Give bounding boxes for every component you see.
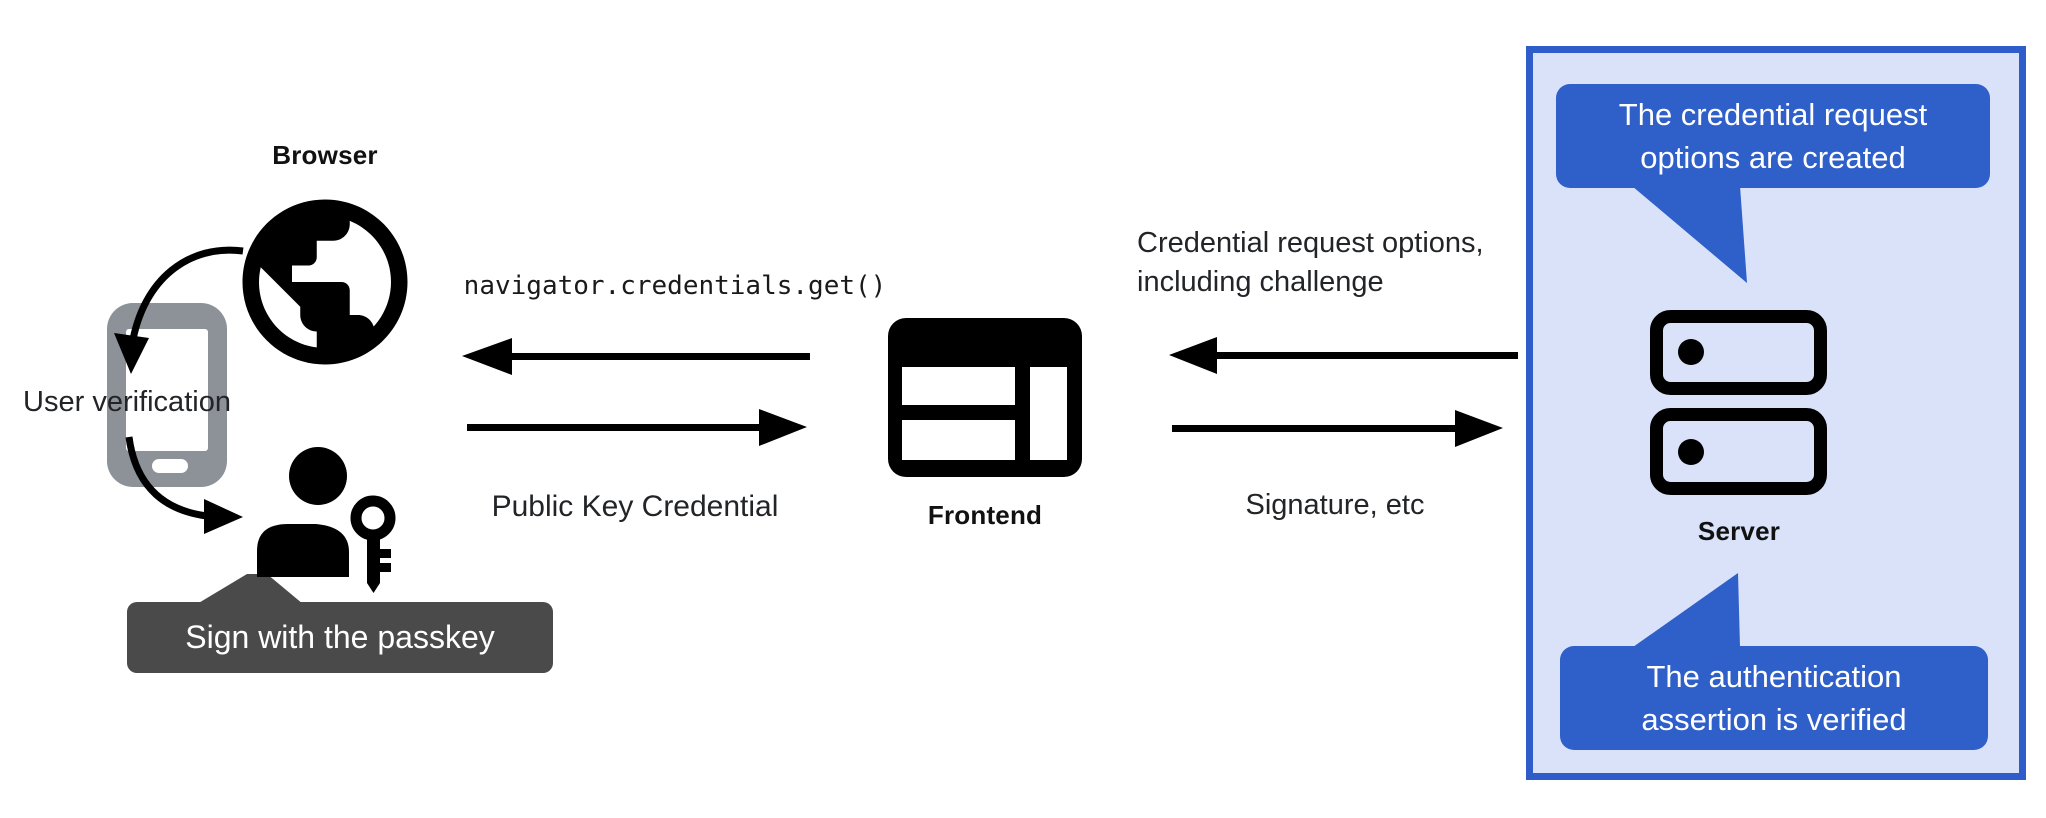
- credentials-get-code-label: navigator.credentials.get(): [463, 271, 887, 301]
- globe-icon: [242, 199, 408, 365]
- credential-request-options-label: Credential request options, including ch…: [1137, 224, 1557, 302]
- passkey-tooltip: Sign with the passkey: [127, 602, 553, 673]
- arrow-server-to-frontend: [1169, 337, 1518, 374]
- frontend-window-icon: [888, 318, 1082, 477]
- browser-caption: Browser: [272, 140, 378, 170]
- public-key-credential-label: Public Key Credential: [491, 490, 779, 523]
- bubble-bottom-line2: assertion is verified: [1641, 702, 1907, 737]
- user-icon: [257, 447, 396, 593]
- arrow-frontend-to-browser: [462, 338, 810, 375]
- frontend-caption: Frontend: [927, 500, 1043, 530]
- bubble-credential-request-created: The credential request options are creat…: [1556, 84, 1990, 188]
- server-caption: Server: [1697, 516, 1781, 546]
- user-verification-label: User verification: [23, 386, 231, 418]
- credential-request-options-line2: including challenge: [1137, 266, 1384, 298]
- arrow-browser-to-frontend: [467, 409, 807, 446]
- passkey-tooltip-text: Sign with the passkey: [185, 619, 495, 655]
- bubble-bottom-line1: The authentication: [1646, 659, 1902, 694]
- bubble-top-tail: [1632, 186, 1747, 283]
- bubble-bottom-tail: [1633, 573, 1740, 647]
- passkey-tooltip-pointer: [197, 574, 303, 604]
- bubble-top-line2: options are created: [1640, 140, 1906, 175]
- curved-arrow-icon: [114, 246, 244, 534]
- signature-label: Signature, etc: [1245, 489, 1425, 521]
- arrow-frontend-to-server: [1172, 410, 1503, 447]
- key-icon: [350, 495, 396, 593]
- bubble-top-line1: The credential request: [1618, 97, 1928, 132]
- bubble-assertion-verified: The authentication assertion is verified: [1560, 646, 1988, 750]
- server-icon: [1650, 310, 1827, 495]
- phone-home-bar: [152, 459, 188, 473]
- credential-request-options-line1: Credential request options,: [1137, 227, 1484, 259]
- phone-icon: [107, 303, 227, 487]
